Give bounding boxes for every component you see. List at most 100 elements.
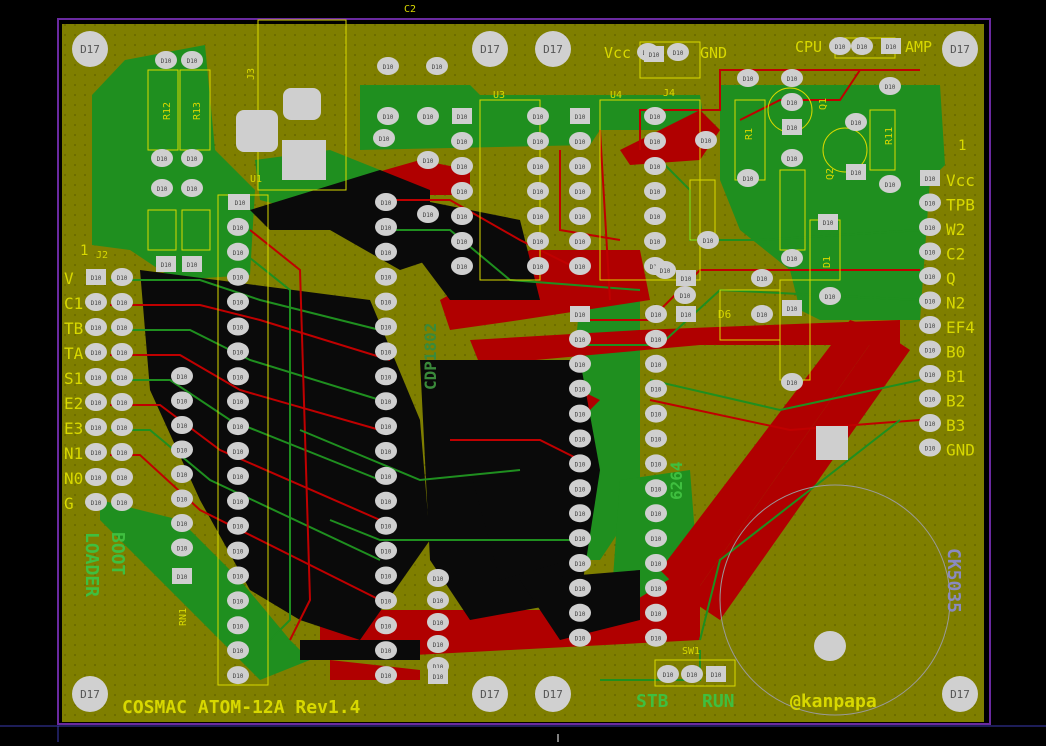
pad: D10 [451, 157, 473, 175]
pad: D10 [181, 149, 203, 167]
c2-ref: C2 [404, 4, 416, 15]
pad: D10 [644, 157, 666, 175]
svg-text:D10: D10 [91, 475, 102, 482]
pad: D10 [172, 568, 192, 584]
svg-text:D10: D10 [651, 636, 662, 643]
svg-text:D10: D10 [117, 450, 128, 457]
svg-text:D17: D17 [950, 43, 970, 56]
svg-text:D10: D10 [533, 114, 544, 121]
svg-text:D10: D10 [117, 300, 128, 307]
pad: D10 [645, 628, 667, 647]
q1-ref: Q1 [818, 98, 829, 110]
r13-ref: R13 [192, 102, 203, 120]
svg-text:D10: D10 [575, 611, 586, 618]
pin1-right: 1 [958, 138, 966, 154]
svg-text:D10: D10 [457, 164, 468, 171]
pad: D10 [667, 43, 689, 61]
svg-text:D10: D10 [650, 239, 661, 246]
svg-text:D10: D10 [711, 672, 722, 679]
svg-text:D10: D10 [660, 268, 671, 275]
pad: D10 [645, 305, 667, 323]
r11-ref: R11 [884, 127, 895, 145]
svg-text:D10: D10 [533, 239, 544, 246]
svg-text:D10: D10 [117, 400, 128, 407]
svg-text:D10: D10 [383, 64, 394, 71]
pad: D10 [182, 256, 202, 272]
pad: D10 [227, 217, 249, 236]
svg-text:D10: D10 [851, 120, 862, 127]
svg-text:D10: D10 [91, 350, 102, 357]
svg-text:D10: D10 [91, 325, 102, 332]
svg-text:D10: D10 [651, 611, 662, 618]
pad: D10 [451, 207, 473, 225]
pad: D10 [920, 170, 940, 186]
svg-text:D10: D10 [673, 50, 684, 57]
pad: D10 [375, 267, 397, 286]
svg-text:D10: D10 [757, 276, 768, 283]
pad: D10 [151, 179, 173, 197]
j3-ref: J3 [246, 68, 257, 80]
pad: D10 [527, 157, 549, 175]
pad: D10 [919, 242, 941, 261]
pad: D10 [570, 108, 590, 124]
pad: D10 [171, 489, 193, 508]
svg-text:D10: D10 [787, 306, 798, 313]
right-header-pin-label: C2 [946, 245, 965, 264]
svg-text:D10: D10 [117, 475, 128, 482]
left-header-pin-label: S1 [64, 369, 83, 388]
pad: D10 [227, 641, 249, 660]
pad: D10 [570, 306, 590, 322]
right-header-pin-label: B0 [946, 343, 965, 362]
j4-ref: J4 [663, 88, 675, 99]
pad: D10 [85, 393, 107, 411]
svg-text:D10: D10 [381, 524, 392, 531]
pad: D10 [375, 566, 397, 585]
pad: D10 [657, 665, 679, 683]
pad: D10 [569, 504, 591, 523]
left-header-pin-label: N1 [64, 444, 83, 463]
svg-text:D10: D10 [925, 201, 936, 208]
pad: D10 [851, 37, 873, 55]
pad: D10 [781, 149, 803, 167]
pad: D10 [829, 37, 851, 55]
svg-text:D10: D10 [575, 511, 586, 518]
pad: D10 [181, 179, 203, 197]
svg-text:D10: D10 [381, 623, 392, 630]
svg-text:D10: D10 [233, 399, 244, 406]
pad: D10 [569, 404, 591, 423]
svg-text:D10: D10 [575, 214, 586, 221]
pad: D10 [227, 666, 249, 685]
pad: D10 [569, 479, 591, 498]
pad: D10 [111, 343, 133, 361]
svg-text:D10: D10 [433, 576, 444, 583]
pad: D10 [645, 578, 667, 597]
pad: D10 [171, 416, 193, 434]
pad: D10 [375, 217, 397, 236]
pad: D10 [227, 566, 249, 585]
svg-text:D10: D10 [91, 400, 102, 407]
q2-ref: Q2 [825, 168, 836, 180]
pad: D10 [428, 668, 448, 684]
left-header-pin-label: N0 [64, 469, 83, 488]
svg-text:D10: D10 [381, 325, 392, 332]
pad: D10 [230, 194, 250, 210]
svg-text:D10: D10 [925, 250, 936, 257]
svg-text:D10: D10 [381, 374, 392, 381]
pad: D10 [111, 493, 133, 511]
pad: D10 [782, 119, 802, 135]
right-header-pin-label: B1 [946, 367, 965, 386]
rn1-ref: RN1 [178, 608, 189, 626]
board-outline [57, 18, 991, 725]
svg-text:D10: D10 [433, 620, 444, 627]
pad: D10 [782, 300, 802, 316]
pad: D10 [375, 193, 397, 211]
svg-text:D10: D10 [117, 500, 128, 507]
pad: D10 [227, 367, 249, 386]
pad: D10 [781, 93, 803, 111]
pad: D10 [569, 257, 591, 275]
right-header-pin-label: TPB [946, 196, 975, 215]
right-header-pin-label: Vcc [946, 171, 975, 190]
